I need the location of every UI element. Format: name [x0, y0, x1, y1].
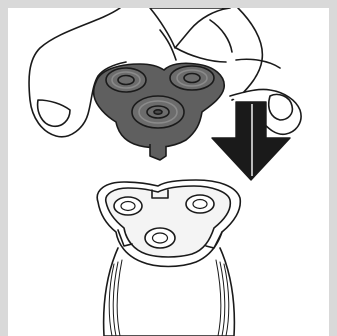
illustration-panel — [8, 8, 329, 336]
shaver-illustration — [8, 8, 329, 336]
shaver-body-icon — [97, 180, 240, 336]
shaving-head-icon — [94, 63, 225, 160]
